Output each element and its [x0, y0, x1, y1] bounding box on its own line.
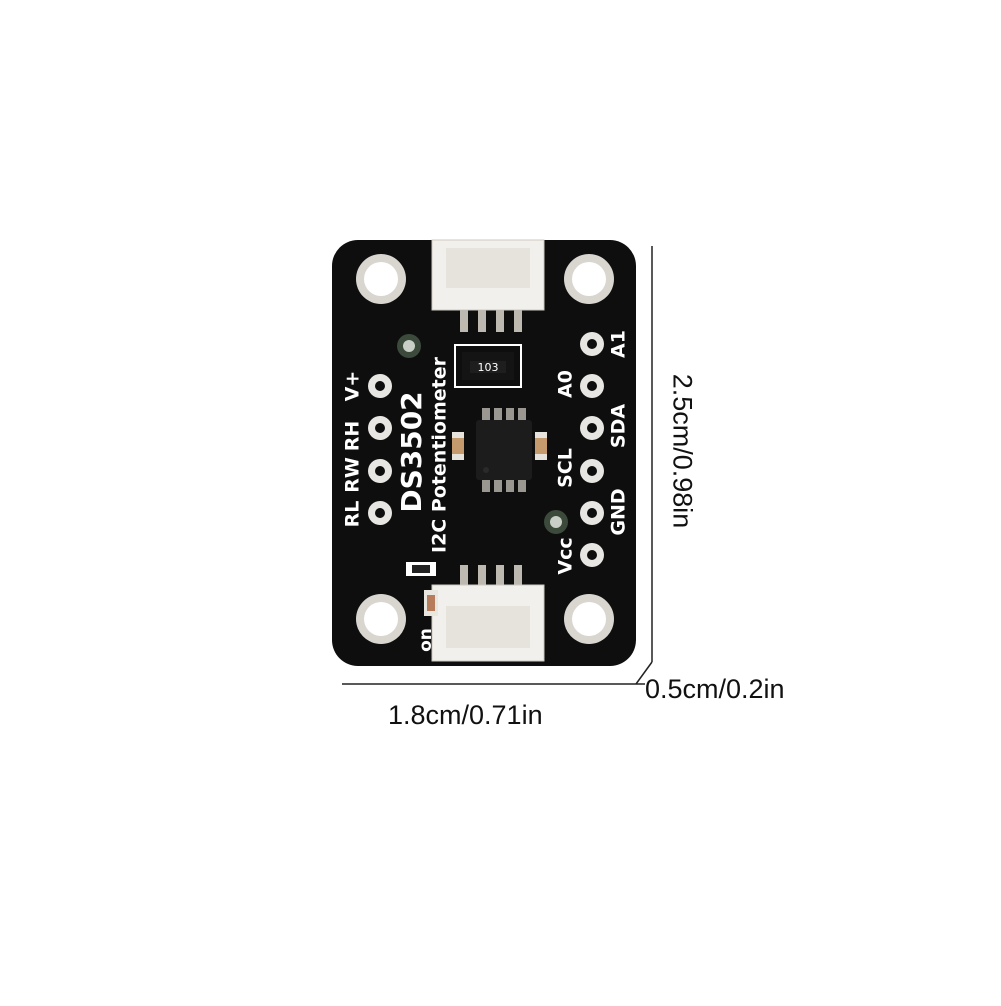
thickness-dimension-label: 0.5cm/0.2in	[645, 674, 785, 704]
pad-rw	[368, 459, 392, 483]
pad-vcc	[580, 543, 604, 567]
capacitor-right	[535, 432, 547, 460]
pin-label-sda: SDA	[608, 404, 630, 448]
mounting-hole-bottom-right	[564, 594, 614, 644]
capacitor-left	[452, 432, 464, 460]
pad-a0	[580, 374, 604, 398]
left-header-pads	[368, 374, 392, 525]
pad-gnd	[580, 501, 604, 525]
pin-label-gnd: GND	[608, 488, 630, 535]
mounting-hole-top-left	[356, 254, 406, 304]
pad-scl	[580, 459, 604, 483]
pad-a1	[580, 332, 604, 356]
pin-label-vcc: Vcc	[555, 537, 577, 574]
power-led	[424, 590, 438, 616]
pad-rl	[368, 501, 392, 525]
board-title: DS3502	[395, 391, 428, 512]
board-subtitle: I2C Potentiometer	[429, 356, 451, 553]
pad-v-plus	[368, 374, 392, 398]
bottom-stemma-connector	[431, 565, 545, 662]
pin-label-v-plus: V+	[342, 371, 364, 402]
mounting-hole-bottom-left	[356, 594, 406, 644]
width-dimension-label: 1.8cm/0.71in	[388, 700, 543, 730]
resistor-array	[454, 344, 522, 388]
height-dimension-label: 2.5cm/0.98in	[667, 373, 698, 529]
led-resistor	[406, 562, 436, 576]
depth-dimension-line	[635, 661, 653, 685]
fiducial-top	[397, 334, 421, 358]
pin-label-a1: A1	[608, 330, 630, 358]
top-stemma-connector	[431, 239, 545, 332]
resistor-code: 103	[478, 361, 499, 374]
pin-label-a0: A0	[555, 370, 577, 398]
pad-rh	[368, 416, 392, 440]
pin-label-scl: SCL	[555, 448, 577, 488]
pad-sda	[580, 416, 604, 440]
mounting-hole-top-right	[564, 254, 614, 304]
pin-label-rh: RH	[342, 421, 364, 452]
fiducial-bottom	[544, 510, 568, 534]
pin-label-rl: RL	[342, 501, 364, 528]
right-header-pads	[580, 332, 604, 567]
ds3502-chip	[476, 408, 532, 492]
led-label: on	[416, 628, 436, 652]
pin-label-rw: RW	[342, 457, 364, 493]
